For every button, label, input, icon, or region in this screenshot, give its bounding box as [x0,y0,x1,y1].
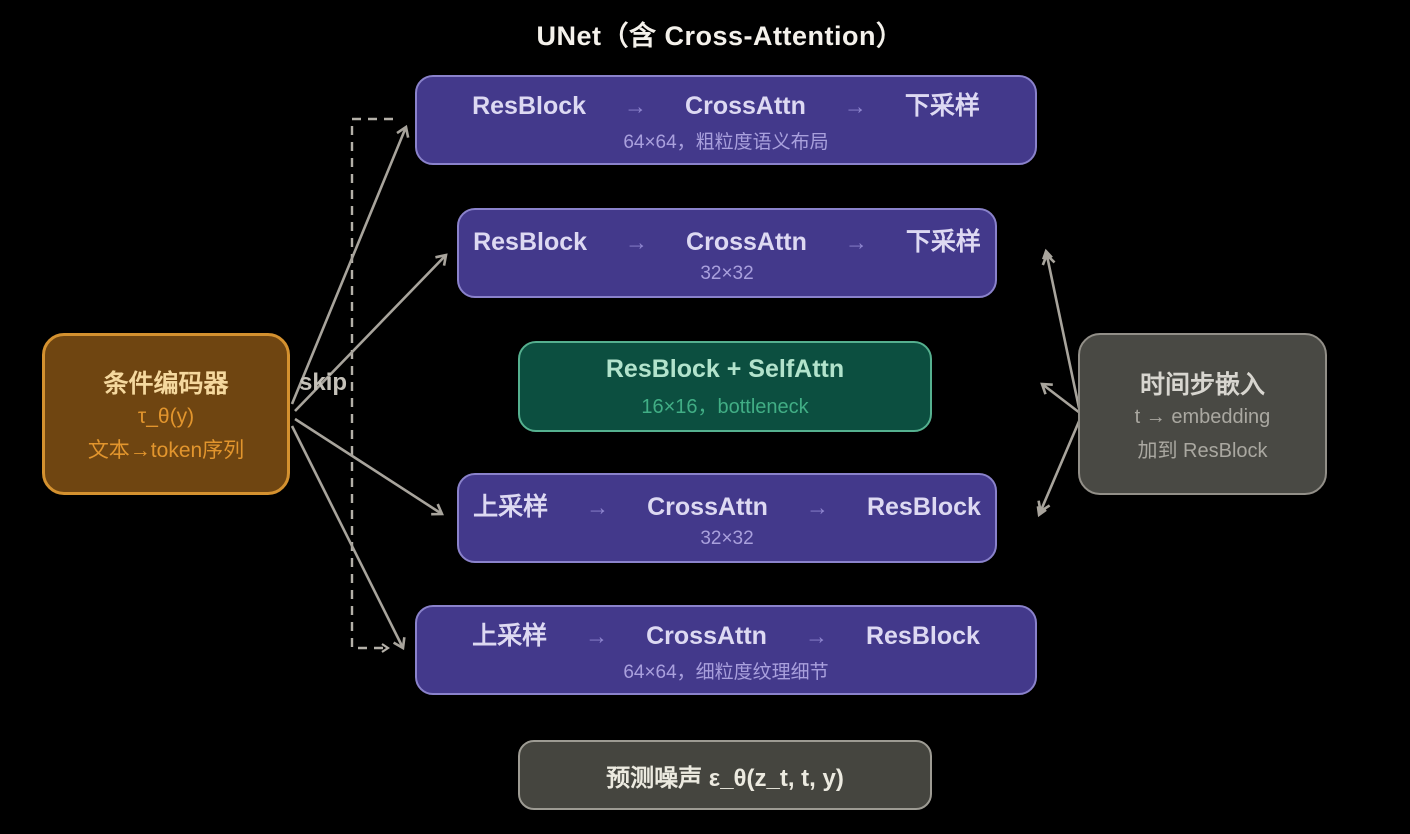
flow-arrow-icon: → [844,228,868,255]
up-block-2-ops: 上采样 → CrossAttn → ResBlock [472,616,980,652]
op-crossattn: CrossAttn [647,492,768,521]
skip-label: skip [299,369,348,396]
flow-arrow-icon: → [585,623,609,649]
op-resblock: ResBlock [866,492,981,521]
time-embedding-box: 时间步嵌入 t → embedding 加到 ResBlock [1078,333,1327,495]
op-downsample: 下采样 [905,227,981,256]
up-block-2-subtitle: 64×64，细粒度纹理细节 [623,662,829,683]
flow-arrow-icon: → [843,93,867,119]
time-embedding-desc: 加到 ResBlock [1137,440,1268,462]
bottleneck-subtitle: 16×16，bottleneck [641,395,809,418]
op-crossattn: CrossAttn [686,227,807,256]
up-block-1: 上采样 → CrossAttn → ResBlock 32×32 [457,473,997,563]
bottleneck-block: ResBlock + SelfAttn 16×16，bottleneck [518,341,932,432]
time-to-bottleneck-arrow [1040,382,1081,415]
time-embedding-formula: t → embedding [1134,406,1271,428]
down-block-1: ResBlock → CrossAttn → 下采样 64×64，粗粒度语义布局 [415,75,1037,165]
flow-arrow-icon: → [624,93,648,119]
up-block-1-subtitle: 32×32 [700,527,754,549]
op-upsample: 上采样 [473,492,549,521]
predicted-noise-box: 预测噪声 ε_θ(z_t, t, y) [518,740,932,810]
condition-encoder-formula: τ_θ(y) [137,405,195,428]
op-resblock: ResBlock [865,622,980,650]
encoder-to-up2-arrow [290,425,406,651]
flow-arrow-icon: → [805,493,829,520]
op-resblock: ResBlock [473,227,588,256]
time-to-up1-arrow [1036,418,1082,518]
op-upsample: 上采样 [472,622,548,650]
flow-arrow-icon: → [586,493,610,520]
down-block-2-ops: ResBlock → CrossAttn → 下采样 [473,222,981,258]
condition-encoder-box: 条件编码器 τ_θ(y) 文本→token序列 [42,333,290,495]
time-to-down2-arrow [1041,248,1081,409]
op-crossattn: CrossAttn [646,622,767,650]
bottleneck-ops: ResBlock + SelfAttn [605,354,845,383]
down-block-2-subtitle: 32×32 [700,262,754,284]
condition-encoder-desc: 文本→token序列 [87,439,245,462]
encoder-to-down1-arrow [290,124,410,405]
up-block-1-ops: 上采样 → CrossAttn → ResBlock [473,487,981,523]
op-downsample: 下采样 [904,92,980,120]
up-block-2: 上采样 → CrossAttn → ResBlock 64×64，细粒度纹理细节 [415,605,1037,695]
flow-arrow-icon: → [804,623,828,649]
encoder-to-up1-arrow [294,417,444,516]
flow-arrow-icon: → [625,228,649,255]
op-crossattn: CrossAttn [685,92,806,120]
predicted-noise-label: 预测噪声 ε_θ(z_t, t, y) [606,764,844,792]
skip-dashed-line [350,117,393,653]
down-block-1-ops: ResBlock → CrossAttn → 下采样 [472,86,980,122]
down-block-1-subtitle: 64×64，粗粒度语义布局 [623,132,829,153]
time-embedding-title: 时间步嵌入 [1139,371,1265,399]
op-resblock: ResBlock [472,92,587,120]
down-block-2: ResBlock → CrossAttn → 下采样 32×32 [457,208,997,298]
unet-title: UNet（含 Cross-Attention） [536,21,904,51]
condition-encoder-title: 条件编码器 [103,370,229,398]
